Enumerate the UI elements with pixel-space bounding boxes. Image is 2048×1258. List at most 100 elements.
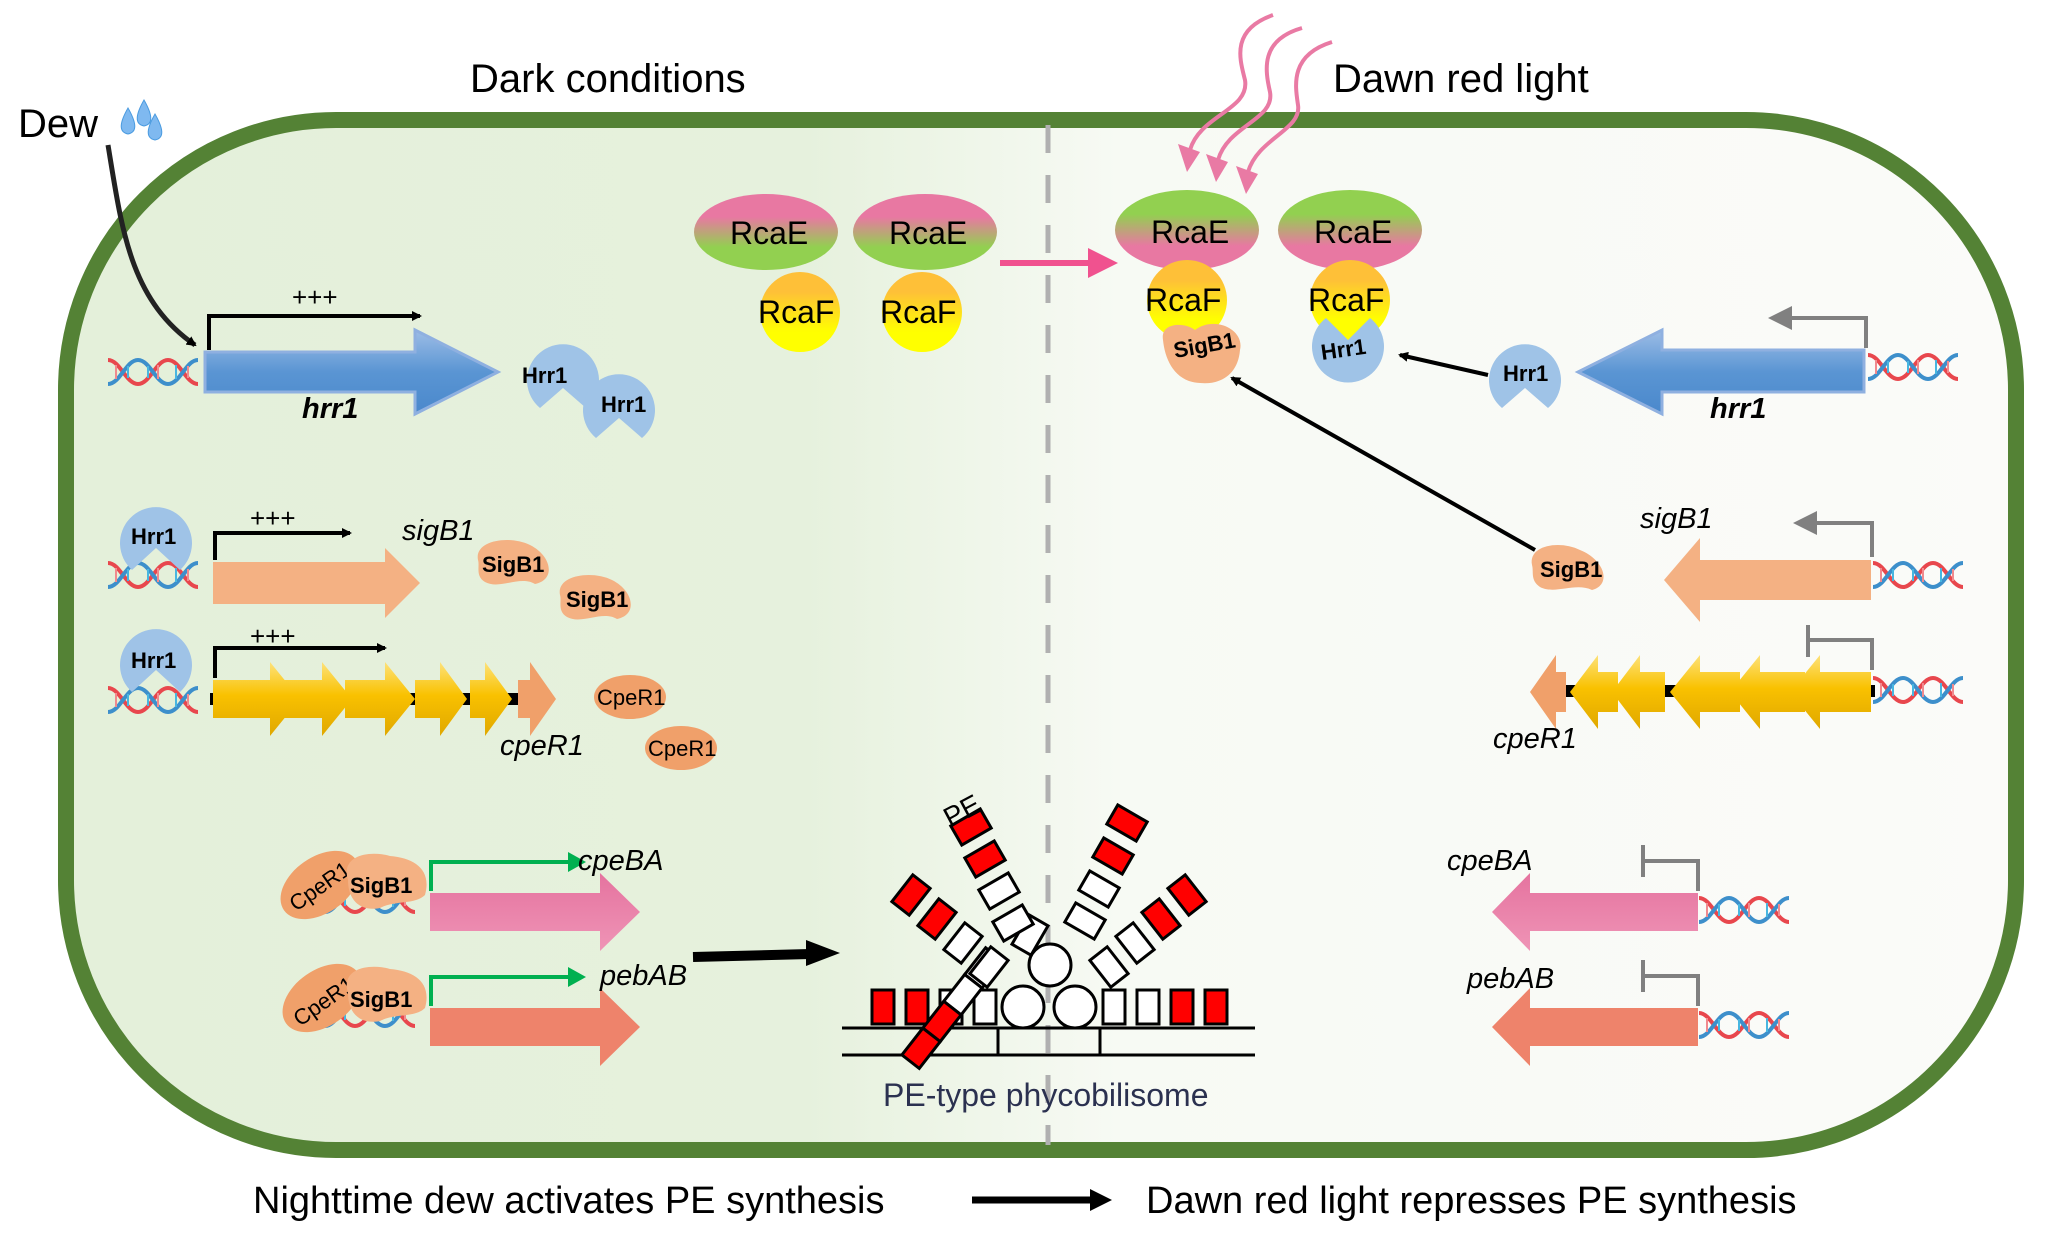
cpeR1-promoter-arrow bbox=[213, 643, 387, 678]
sigB1-protein-right: SigB1 bbox=[1531, 545, 1604, 590]
right-cpeBA-row: cpeBA bbox=[1447, 845, 1791, 951]
hrr1-protein-right: Hrr1 bbox=[1489, 344, 1561, 408]
right-sigB1-row: sigB1 SigB1 bbox=[1230, 376, 1965, 622]
hrr1-gene-label-right: hrr1 bbox=[1710, 393, 1766, 425]
hrr1-protein: Hrr1 bbox=[522, 344, 599, 408]
cpeR1-activation-level: +++ bbox=[250, 621, 296, 651]
svg-text:Hrr1: Hrr1 bbox=[131, 648, 176, 673]
sigB1-promoter-arrow bbox=[213, 528, 352, 560]
svg-text:RcaE: RcaE bbox=[730, 215, 808, 251]
pe-rod-left-stack bbox=[889, 872, 1011, 990]
sigB1-gene-label-right: sigB1 bbox=[1640, 503, 1713, 535]
svg-text:CpeR1: CpeR1 bbox=[648, 736, 716, 761]
svg-text:RcaF: RcaF bbox=[880, 294, 956, 330]
phycobilisome bbox=[842, 802, 1255, 1071]
sigB1-sequestration-arrow bbox=[1230, 376, 1536, 552]
sigB1-gene-arrow-right bbox=[1664, 538, 1871, 622]
cpeR1-gene-arrow bbox=[518, 662, 556, 736]
hrr1-bound-protein: Hrr1 bbox=[120, 629, 193, 692]
hrr1-bound-protein: Hrr1 bbox=[120, 507, 193, 570]
right-pebAB-row: pebAB bbox=[1466, 960, 1791, 1066]
cpeBA-repression-bar bbox=[1641, 845, 1700, 891]
hrr1-gene-arrow-right bbox=[1574, 327, 1866, 417]
red-light-arrowheads bbox=[1178, 144, 1258, 194]
synthesis-arrow bbox=[692, 949, 811, 962]
svg-text:RcaF: RcaF bbox=[1145, 282, 1221, 318]
sigB1-bound-protein: SigB1 bbox=[346, 853, 427, 909]
hrr1-gene-label: hrr1 bbox=[302, 393, 358, 425]
hrr1-protein: Hrr1 bbox=[583, 374, 655, 438]
pe-rod-right-stack bbox=[1087, 872, 1209, 990]
svg-text:RcaF: RcaF bbox=[758, 294, 834, 330]
pe-rod-top-right-stack bbox=[1062, 802, 1150, 942]
left-pebAB-row: CpeR1 SigB1 pebAB bbox=[282, 960, 687, 1066]
pebAB-gene-label-right: pebAB bbox=[1466, 963, 1554, 995]
dew-drops-icon bbox=[120, 98, 163, 141]
pebAB-repression-bar bbox=[1641, 960, 1700, 1006]
hrr1-sequestration-arrow bbox=[1398, 351, 1489, 377]
rca-complex-dark: RcaE RcaF bbox=[853, 194, 997, 352]
red-light-waves-icon bbox=[1188, 13, 1333, 173]
pebAB-gene-label: pebAB bbox=[599, 960, 687, 992]
cpeBA-gene-arrow bbox=[430, 873, 640, 951]
svg-text:RcaE: RcaE bbox=[1151, 214, 1229, 250]
cpeR1-gene-label-right: cpeR1 bbox=[1493, 723, 1577, 755]
svg-text:Hrr1: Hrr1 bbox=[1319, 334, 1367, 365]
cpeR1-bound-protein: CpeR1 bbox=[280, 850, 360, 920]
left-sigB1-row: Hrr1 +++ sigB1 SigB1 SigB1 bbox=[106, 503, 631, 620]
rca-complex-dark: RcaE RcaF bbox=[694, 194, 840, 352]
right-hrr1-row: hrr1 Hrr1 bbox=[1398, 306, 1960, 425]
hrr1-activation-level: +++ bbox=[292, 282, 338, 312]
cpeR1-bound-protein: CpeR1 bbox=[282, 963, 362, 1033]
left-hrr1-row: +++ hrr1 Hrr1 Hrr1 bbox=[106, 282, 655, 438]
svg-text:RcaF: RcaF bbox=[1308, 282, 1384, 318]
svg-text:SigB1: SigB1 bbox=[350, 987, 412, 1012]
pebAB-gene-arrow-right bbox=[1492, 988, 1698, 1066]
cpeBA-gene-label-right: cpeBA bbox=[1447, 845, 1532, 877]
svg-text:SigB1: SigB1 bbox=[566, 587, 628, 612]
rca-complex-light: RcaE RcaF SigB1 bbox=[1115, 190, 1259, 384]
operon-genes-right bbox=[1570, 655, 1871, 729]
pebAB-activation-arrow bbox=[429, 975, 570, 1006]
right-cpeR1-row: cpeR1 bbox=[1493, 625, 1965, 755]
dew-label: Dew bbox=[18, 102, 98, 146]
svg-text:SigB1: SigB1 bbox=[350, 873, 412, 898]
svg-text:Hrr1: Hrr1 bbox=[522, 363, 567, 388]
title-dawn-red-light: Dawn red light bbox=[1333, 57, 1589, 101]
cpeBA-gene-arrow-right bbox=[1492, 873, 1698, 951]
caption-left: Nighttime dew activates PE synthesis bbox=[253, 1180, 885, 1222]
svg-text:SigB1: SigB1 bbox=[1540, 557, 1602, 582]
left-cpeBA-row: CpeR1 SigB1 cpeBA bbox=[280, 845, 663, 951]
title-dark-conditions: Dark conditions bbox=[470, 57, 746, 101]
svg-text:RcaE: RcaE bbox=[889, 215, 967, 251]
sigB1-bound-protein: SigB1 bbox=[346, 966, 427, 1022]
svg-text:SigB1: SigB1 bbox=[482, 552, 544, 577]
rca-complex-light: RcaE RcaF Hrr1 bbox=[1278, 190, 1422, 383]
pe-rod-top-left-stack bbox=[948, 806, 1036, 944]
cpeR1-protein: CpeR1 bbox=[645, 726, 717, 770]
sigB1-gene-arrow bbox=[213, 548, 420, 618]
cpeBA-gene-label: cpeBA bbox=[578, 845, 663, 877]
svg-text:Hrr1: Hrr1 bbox=[1503, 361, 1548, 386]
sigB1-protein: SigB1 bbox=[559, 575, 631, 620]
cpeR1-protein: CpeR1 bbox=[594, 675, 666, 719]
pe-base-rod-right bbox=[1101, 988, 1229, 1026]
svg-text:CpeR1: CpeR1 bbox=[597, 685, 665, 710]
sigB1-activation-level: +++ bbox=[250, 503, 296, 533]
cpeBA-activation-arrow bbox=[429, 860, 570, 891]
svg-text:Hrr1: Hrr1 bbox=[131, 524, 176, 549]
cpeR1-gene-label: cpeR1 bbox=[500, 730, 584, 762]
pe-core-discs bbox=[1000, 942, 1098, 1030]
cpeR1-gene-arrow-right bbox=[1530, 655, 1566, 729]
operon-genes bbox=[213, 662, 512, 736]
left-cpeR1-row: Hrr1 +++ cpeR1 CpeR1 CpeR1 bbox=[106, 621, 717, 770]
sigB1-protein: SigB1 bbox=[477, 540, 549, 585]
hrr1-gene-arrow bbox=[203, 327, 502, 417]
cpeR1-repression-bar bbox=[1806, 625, 1874, 670]
caption-right: Dawn red light represses PE synthesis bbox=[1146, 1180, 1797, 1222]
sigB1-gene-label: sigB1 bbox=[402, 515, 475, 547]
svg-text:RcaE: RcaE bbox=[1314, 214, 1392, 250]
dew-arrow bbox=[105, 144, 197, 348]
phycobilisome-label: PE-type phycobilisome bbox=[883, 1077, 1208, 1113]
